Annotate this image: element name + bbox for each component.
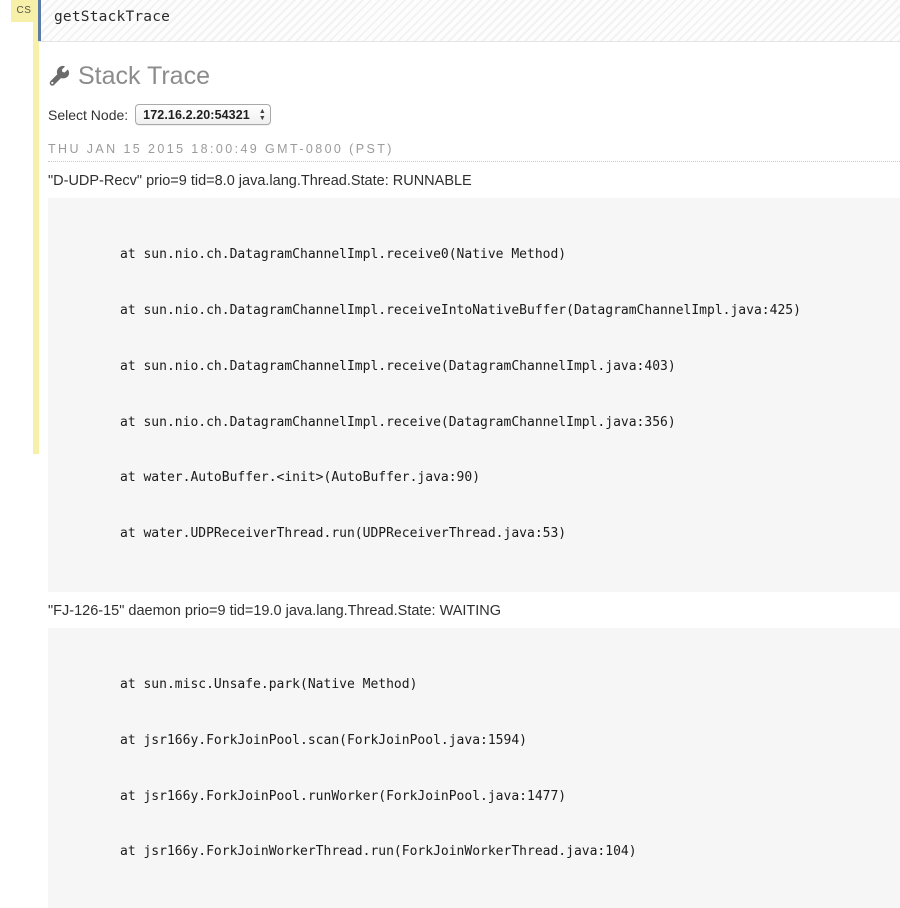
stack-frame-line: at jsr166y.ForkJoinWorkerThread.run(Fork… <box>120 844 637 860</box>
stack-frame-line: at water.AutoBuffer.<init>(AutoBuffer.ja… <box>120 470 481 486</box>
thread-header: "D-UDP-Recv" prio=9 tid=8.0 java.lang.Th… <box>48 173 472 189</box>
stack-frame-line: at sun.nio.ch.DatagramChannelImpl.receiv… <box>120 358 676 374</box>
wrench-icon <box>48 65 72 89</box>
node-selector-label: Select Node: <box>48 106 129 123</box>
cell-prompt-badge: CS <box>11 0 37 22</box>
stack-frames-block: at sun.misc.Unsafe.park(Native Method) a… <box>48 627 900 908</box>
stack-frame-line: at water.UDPReceiverThread.run(UDPReceiv… <box>120 526 567 542</box>
stack-frame-line: at jsr166y.ForkJoinPool.runWorker(ForkJo… <box>120 788 567 804</box>
stack-frame-line: at jsr166y.ForkJoinPool.scan(ForkJoinPoo… <box>120 732 527 748</box>
page-title: Stack Trace <box>48 43 900 89</box>
stack-frame-line: at sun.misc.Unsafe.park(Native Method) <box>120 677 418 693</box>
stack-frames-block: at sun.nio.ch.DatagramChannelImpl.receiv… <box>48 198 900 592</box>
page-title-text: Stack Trace <box>78 62 210 90</box>
cell-output: Stack Trace Select Node: 172.16.2.20:543… <box>48 43 900 908</box>
stack-frame-line: at sun.nio.ch.DatagramChannelImpl.receiv… <box>120 302 801 318</box>
trace-timestamp: THU JAN 15 2015 18:00:49 GMT-0800 (PST) <box>48 142 900 162</box>
stack-frame-line: at sun.nio.ch.DatagramChannelImpl.receiv… <box>120 414 676 430</box>
chevron-updown-icon: ▲ ▼ <box>258 107 266 122</box>
cell-input-bar[interactable]: getStackTrace <box>38 0 900 42</box>
cell-input-code[interactable]: getStackTrace <box>54 9 171 25</box>
node-select-value: 172.16.2.20:54321 <box>143 107 250 122</box>
input-accent-bar <box>38 0 41 41</box>
node-selector-row: Select Node: 172.16.2.20:54321 ▲ ▼ <box>48 104 900 125</box>
node-select[interactable]: 172.16.2.20:54321 ▲ ▼ <box>135 104 271 125</box>
cell-selection-stripe <box>33 0 39 454</box>
stack-frame-line: at sun.nio.ch.DatagramChannelImpl.receiv… <box>120 247 567 263</box>
thread-header: "FJ-126-15" daemon prio=9 tid=19.0 java.… <box>48 602 502 619</box>
